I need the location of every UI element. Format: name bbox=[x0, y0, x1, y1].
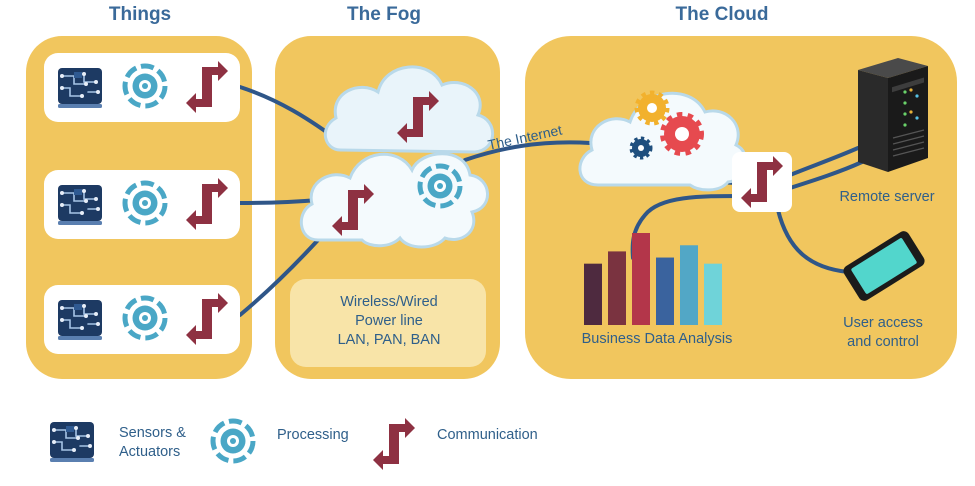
device-card-1 bbox=[44, 53, 240, 122]
cloud-comm-hub bbox=[732, 152, 792, 212]
legend-communication-label: Communication bbox=[437, 427, 538, 443]
server-icon bbox=[858, 58, 928, 172]
network-line-3: LAN, PAN, BAN bbox=[338, 332, 441, 348]
chart-bar-6 bbox=[704, 263, 722, 325]
business-bar-chart bbox=[584, 233, 722, 325]
legend: Sensors & Actuators Processing Communica… bbox=[49, 418, 538, 470]
device-card-3 bbox=[44, 285, 240, 354]
gear-icon-yellow bbox=[634, 90, 670, 126]
legend-communication-icon bbox=[373, 418, 415, 470]
gear-icon-red bbox=[660, 112, 704, 156]
legend-processing-icon bbox=[213, 421, 253, 461]
chip-icon bbox=[57, 184, 103, 226]
chart-bar-2 bbox=[608, 251, 626, 325]
network-line-1: Wireless/Wired bbox=[340, 294, 437, 310]
network-box bbox=[290, 279, 486, 367]
cloud-title: The Cloud bbox=[676, 4, 769, 25]
fog-title: The Fog bbox=[347, 4, 421, 25]
things-title: Things bbox=[109, 4, 171, 25]
cloud-gears bbox=[578, 90, 748, 192]
user-access-line-1: User access bbox=[843, 315, 923, 331]
legend-processing-label: Processing bbox=[277, 427, 349, 443]
chip-icon bbox=[57, 299, 103, 341]
user-access-line-2: and control bbox=[847, 334, 919, 350]
remote-server-label: Remote server bbox=[839, 189, 934, 205]
legend-sensors-line-1: Sensors & bbox=[119, 425, 186, 441]
network-line-2: Power line bbox=[355, 313, 423, 329]
legend-chip-icon bbox=[49, 421, 95, 463]
chip-icon bbox=[57, 67, 103, 109]
gear-icon-blue bbox=[629, 136, 653, 160]
chart-bar-1 bbox=[584, 263, 602, 325]
fog-cloud-back bbox=[323, 65, 495, 154]
chart-bar-4 bbox=[656, 257, 674, 325]
legend-sensors-line-2: Actuators bbox=[119, 444, 180, 460]
business-label: Business Data Analysis bbox=[582, 331, 733, 347]
chart-bar-3 bbox=[632, 233, 650, 325]
chart-bar-5 bbox=[680, 245, 698, 325]
phone-icon bbox=[843, 231, 925, 301]
fog-cloud-front bbox=[299, 152, 489, 249]
device-card-2 bbox=[44, 170, 240, 239]
